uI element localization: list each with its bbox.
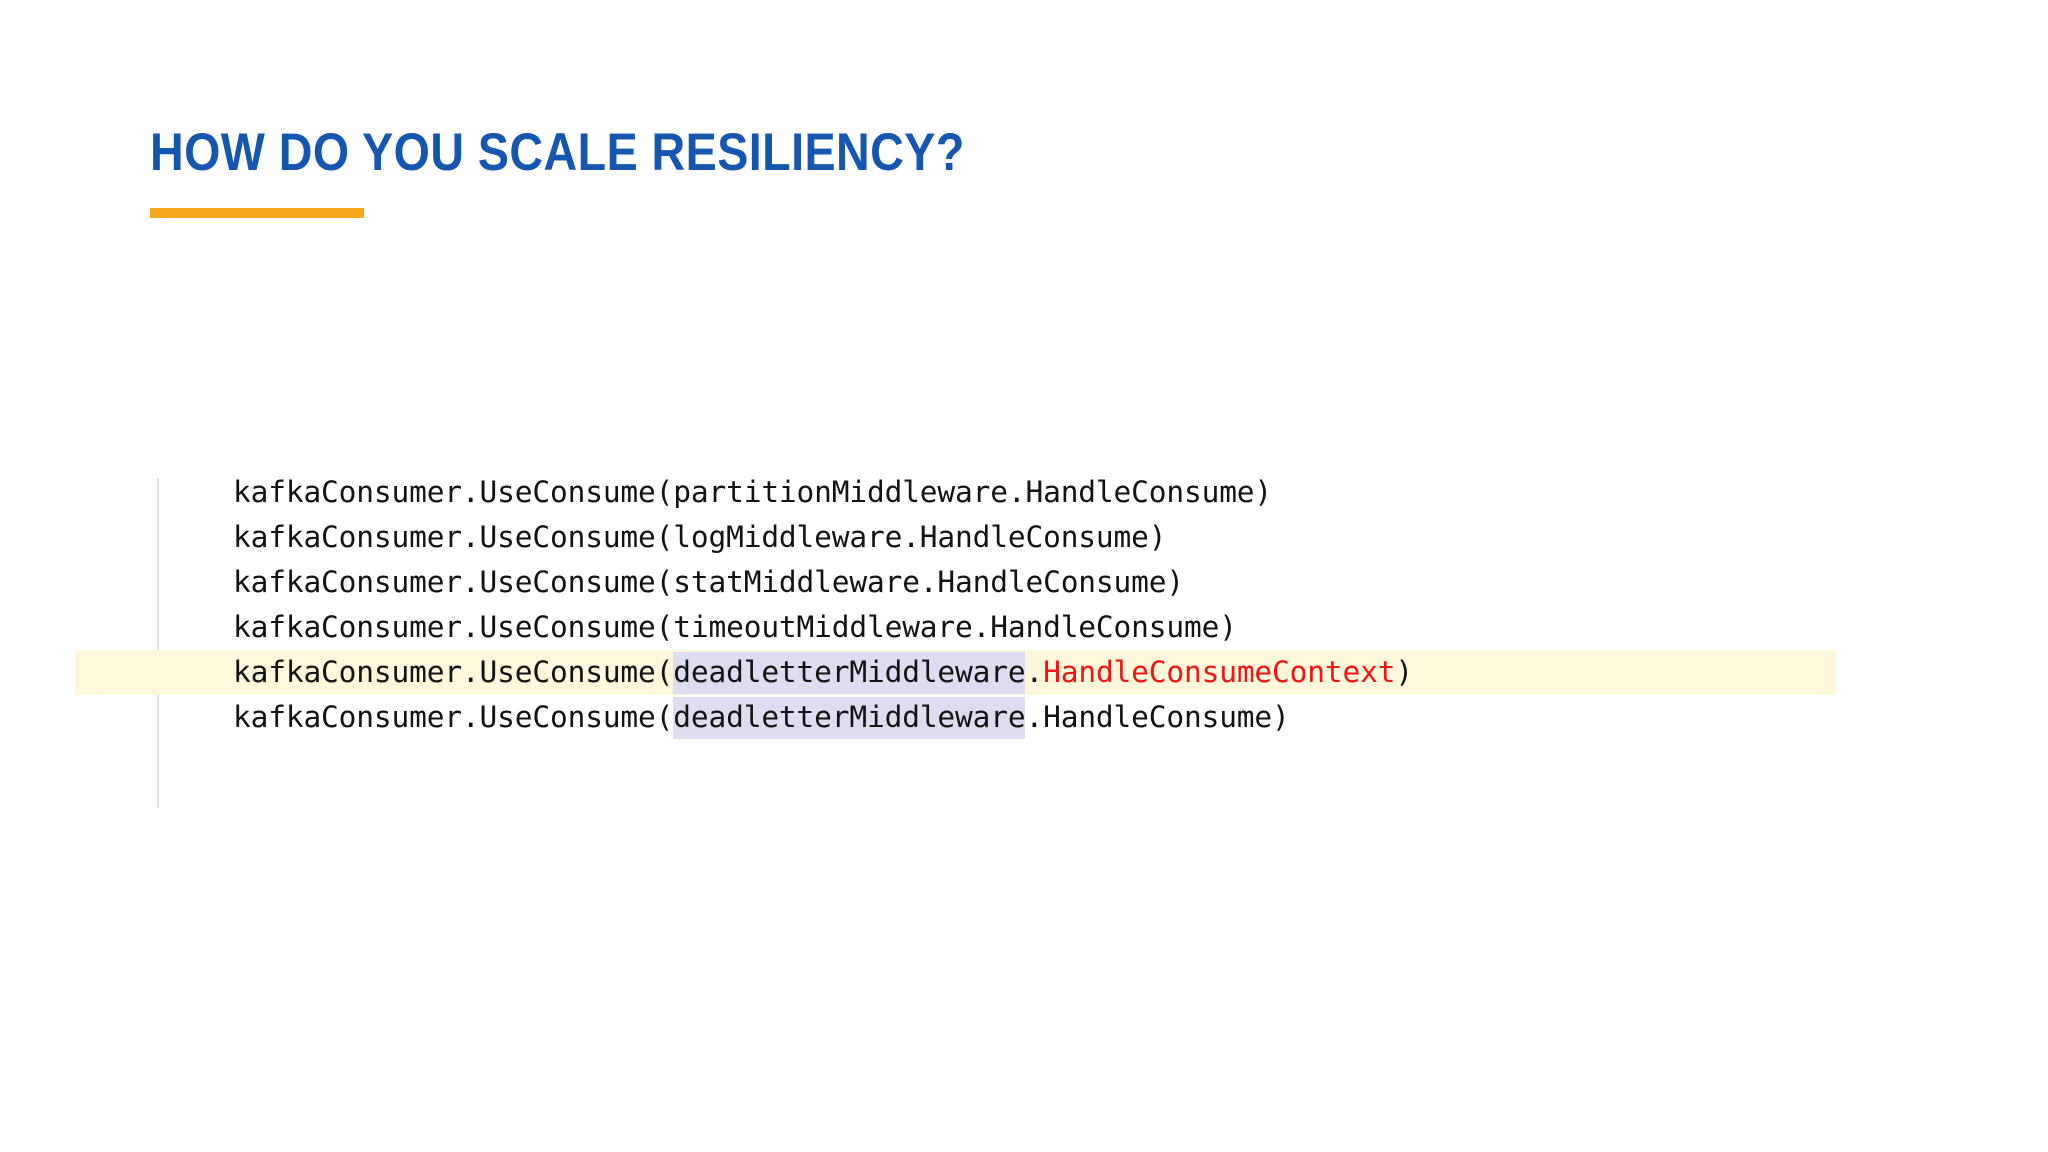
- code-token-text: kafkaConsumer.UseConsume(: [233, 700, 674, 734]
- code-line-text: kafkaConsumer.UseConsume(deadletterMiddl…: [233, 650, 1413, 695]
- code-token-selected: deadletterMiddleware: [673, 652, 1026, 694]
- code-line[interactable]: kafkaConsumer.UseConsume(deadletterMiddl…: [0, 695, 2048, 740]
- code-line-list: kafkaConsumer.UseConsume(partitionMiddle…: [0, 470, 2048, 740]
- code-line[interactable]: kafkaConsumer.UseConsume(statMiddleware.…: [0, 560, 2048, 605]
- code-line-text: kafkaConsumer.UseConsume(statMiddleware.…: [233, 560, 1184, 605]
- code-line[interactable]: kafkaConsumer.UseConsume(logMiddleware.H…: [0, 515, 2048, 560]
- title-accent-bar: [150, 208, 364, 218]
- code-line-text: kafkaConsumer.UseConsume(timeoutMiddlewa…: [233, 605, 1237, 650]
- code-line-text: kafkaConsumer.UseConsume(partitionMiddle…: [233, 470, 1272, 515]
- code-token-text: kafkaConsumer.UseConsume(timeoutMiddlewa…: [233, 610, 1237, 644]
- code-token-text: kafkaConsumer.UseConsume(statMiddleware.…: [233, 565, 1184, 599]
- code-token-text: kafkaConsumer.UseConsume(logMiddleware.H…: [233, 520, 1167, 554]
- code-token-identifier: HandleConsumeContext: [1043, 655, 1396, 689]
- code-line[interactable]: kafkaConsumer.UseConsume(timeoutMiddlewa…: [0, 605, 2048, 650]
- code-block: kafkaConsumer.UseConsume(partitionMiddle…: [0, 470, 2048, 820]
- code-left-rule: [157, 478, 159, 808]
- code-token-text: .: [1025, 655, 1044, 689]
- code-token-selected: deadletterMiddleware: [673, 697, 1026, 739]
- code-token-text: .HandleConsume): [1025, 700, 1290, 734]
- code-token-text: kafkaConsumer.UseConsume(: [233, 655, 674, 689]
- page-title: HOW DO YOU SCALE RESILIENCY?: [150, 122, 965, 182]
- code-token-text: ): [1395, 655, 1413, 689]
- code-token-text: kafkaConsumer.UseConsume(partitionMiddle…: [233, 475, 1273, 509]
- code-line-text: kafkaConsumer.UseConsume(logMiddleware.H…: [233, 515, 1167, 560]
- code-line[interactable]: kafkaConsumer.UseConsume(partitionMiddle…: [0, 470, 2048, 515]
- code-line[interactable]: kafkaConsumer.UseConsume(deadletterMiddl…: [0, 650, 2048, 695]
- code-line-text: kafkaConsumer.UseConsume(deadletterMiddl…: [233, 695, 1290, 740]
